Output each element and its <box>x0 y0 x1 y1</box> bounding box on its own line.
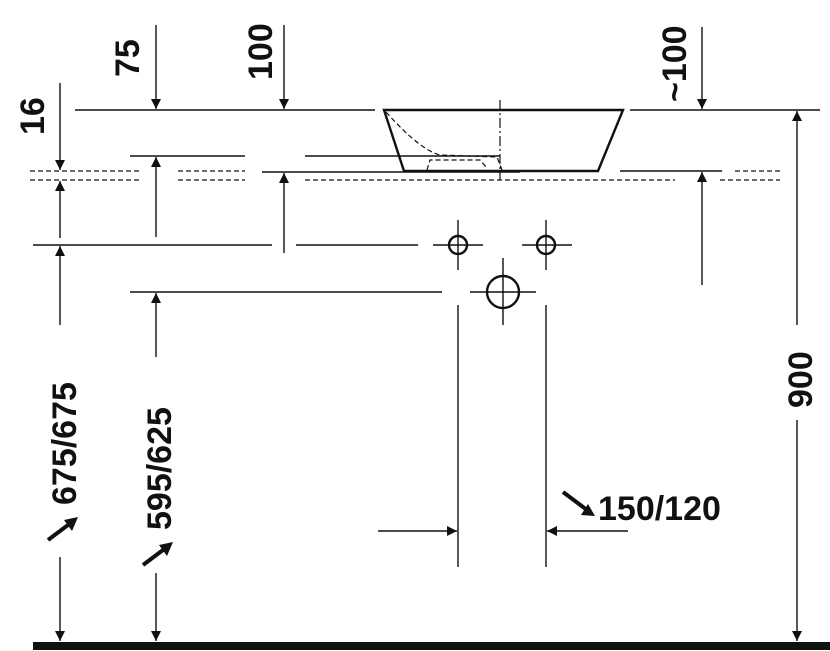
dim-100-label: 100 <box>242 23 280 80</box>
dim-900-label: 900 <box>782 351 820 408</box>
dim-75-label: 75 <box>109 39 147 77</box>
dim-100-approx-label: ~100 <box>656 25 694 102</box>
tap-hole-left-icon <box>433 220 483 270</box>
dim-150-label: 150/120 <box>598 490 721 528</box>
dim-16-label: 16 <box>14 97 52 135</box>
dim-595-label: 595/625 <box>141 407 179 530</box>
leader-arrow-595-icon <box>141 542 173 567</box>
leader-arrow-150-icon <box>561 490 595 516</box>
basin-outline <box>382 100 625 180</box>
dim-675-label: 675/675 <box>46 382 84 505</box>
tap-hole-right-icon <box>522 220 572 270</box>
leader-arrow-675-icon <box>46 517 78 542</box>
drain-hole-icon <box>470 258 536 325</box>
